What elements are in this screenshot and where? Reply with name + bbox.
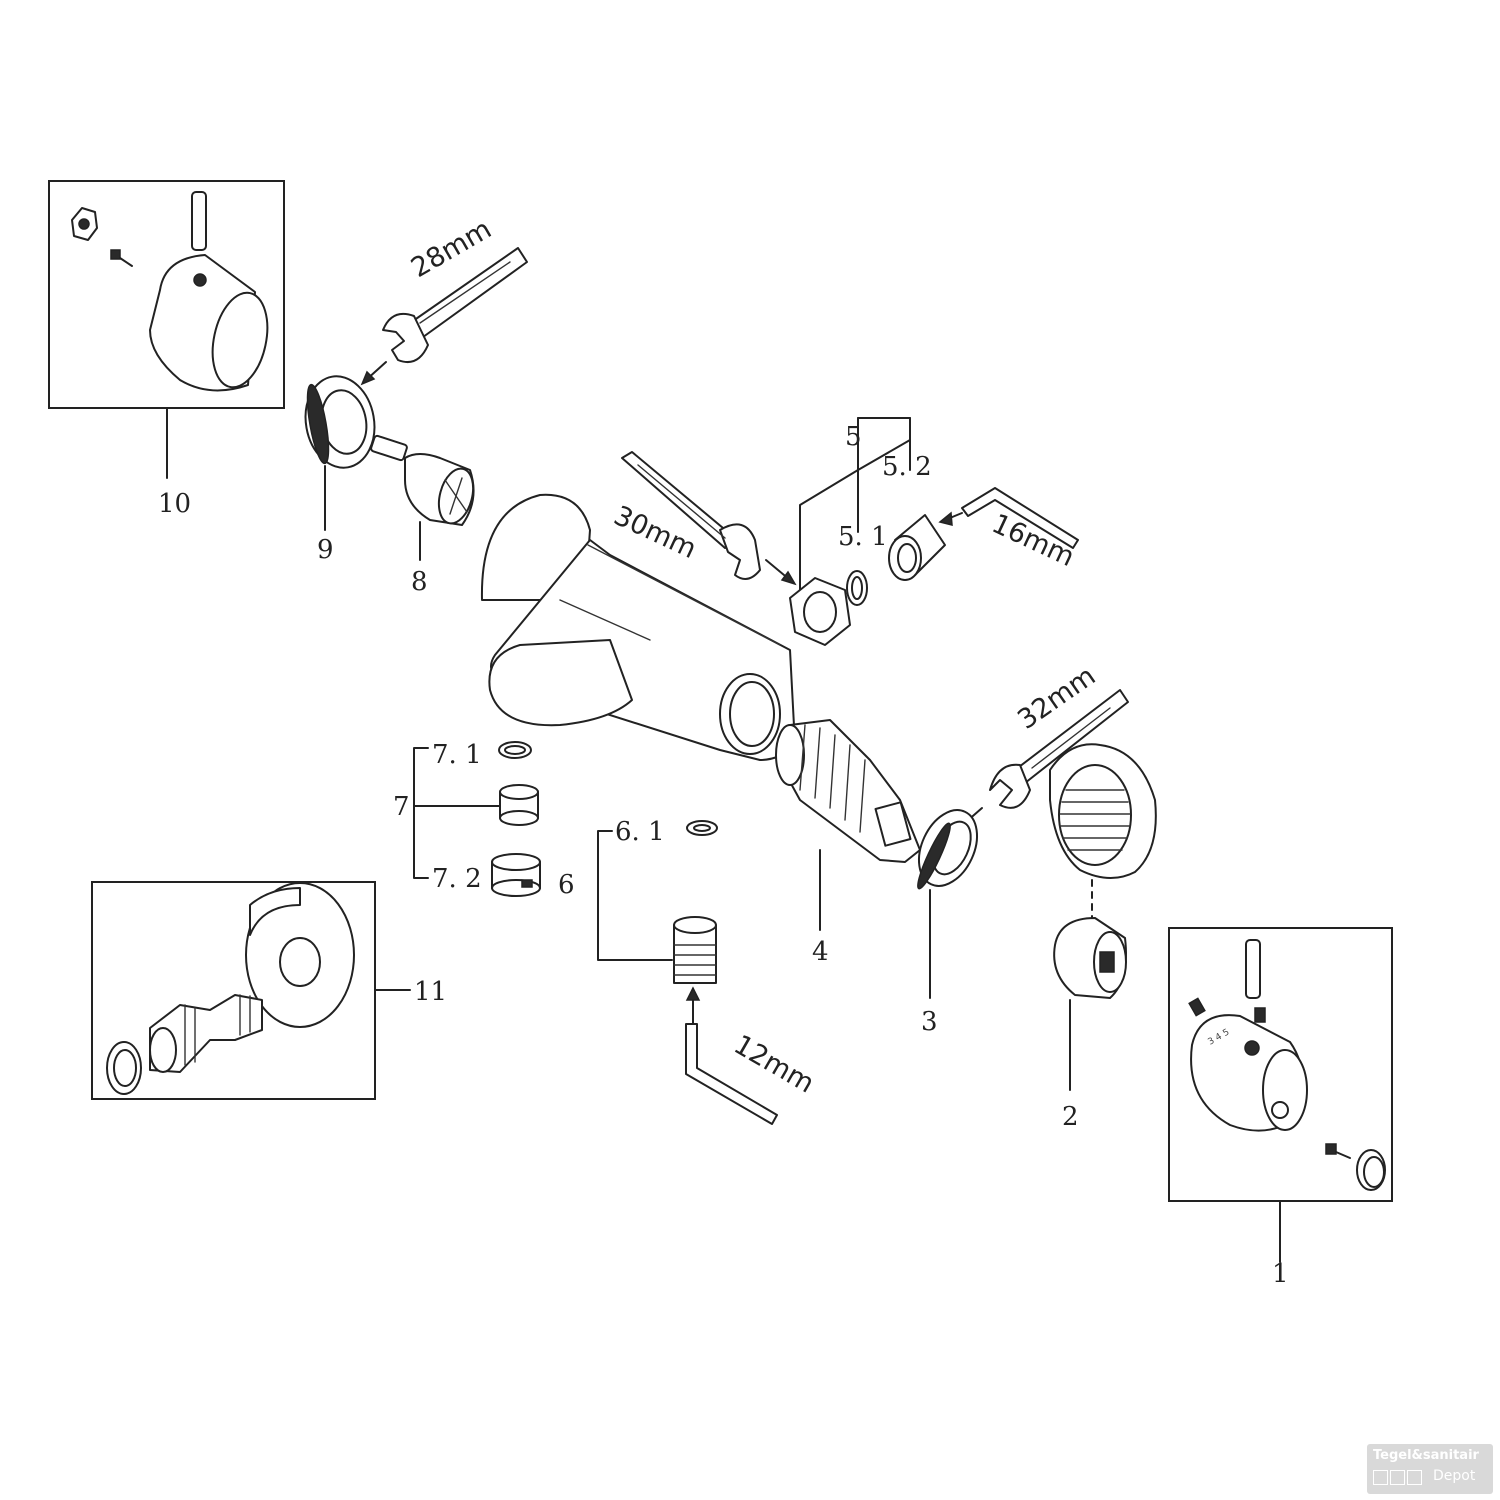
part-7-group [413,747,501,879]
watermark-icons [1373,1470,1424,1489]
handle-knob-icon: 3 4 5 [1190,1014,1308,1132]
leader-6-1 [597,830,673,961]
callout-5-1: 5. 1 [838,522,888,552]
faucet-body [480,493,796,761]
handle-detail-box-10 [48,180,285,409]
aerator-housing-7-2 [491,853,541,897]
part-3-ring-nut [917,809,979,890]
aerator-insert-7 [499,784,539,826]
part-8-cartridge [370,434,475,526]
screw-icon [110,249,133,267]
washer-7-1 [498,741,532,759]
tool-size-12: 12mm [729,1029,820,1099]
filter-washer-icon [106,1041,142,1095]
callout-10: 10 [158,489,191,519]
watermark-brand: Tegel&sanitair [1373,1448,1479,1463]
callout-5-2: 5. 2 [882,452,932,482]
pin-icon [1245,939,1261,999]
eccentric-connector-icon [149,994,263,1073]
callout-6-1: 6. 1 [615,817,665,847]
callout-7-2: 7. 2 [432,864,482,894]
scale-ring [1049,743,1157,879]
pin-icon [191,191,207,251]
handle-cylinder-icon [149,254,269,392]
callout-1: 1 [1272,1259,1289,1289]
arrow-head-12 [685,986,701,1001]
part-6-fitting [673,916,717,984]
cap-icon [1356,1149,1386,1191]
part-2-adapter [1053,917,1127,999]
rosette-icon [245,882,355,1028]
part-4-thermostatic-cartridge [775,719,921,863]
nut-icon [71,207,98,241]
grub-screw-icon [1188,997,1266,1023]
callout-8: 8 [411,567,428,597]
callout-2: 2 [1062,1102,1079,1132]
screw-icon [1325,1143,1351,1159]
callout-4: 4 [812,937,829,967]
watermark-sub: Depot [1433,1468,1476,1484]
insert-5-2 [888,514,946,581]
scale-ridges [1059,789,1131,851]
o-ring-5-1 [846,570,868,606]
wall-connection-box-11 [91,881,376,1100]
washer-6-1 [686,820,718,836]
callout-6: 6 [558,870,575,900]
wrench-32-icon [989,689,1129,809]
hex-nut-5 [789,577,851,646]
wrench-30-icon [621,451,761,580]
watermark-logo: Tegel&sanitair Depot [1367,1444,1493,1494]
callout-5: 5 [845,422,862,452]
arrow-head-16 [938,511,953,526]
arrow-head-30 [780,570,797,586]
callout-3: 3 [921,1007,938,1037]
hex-key-16-icon [961,487,1079,549]
part-9-bonnet-ring [304,375,376,469]
handle-detail-box-1: 3 4 5 [1168,927,1393,1202]
callout-7: 7 [393,792,410,822]
part-5-group [799,417,911,599]
callout-11: 11 [414,977,447,1007]
callout-9: 9 [317,535,334,565]
arrow-head-28 [360,370,376,386]
wrench-28-icon [382,247,528,364]
hex-key-12-icon [685,1023,778,1125]
callout-7-1: 7. 1 [432,740,482,770]
